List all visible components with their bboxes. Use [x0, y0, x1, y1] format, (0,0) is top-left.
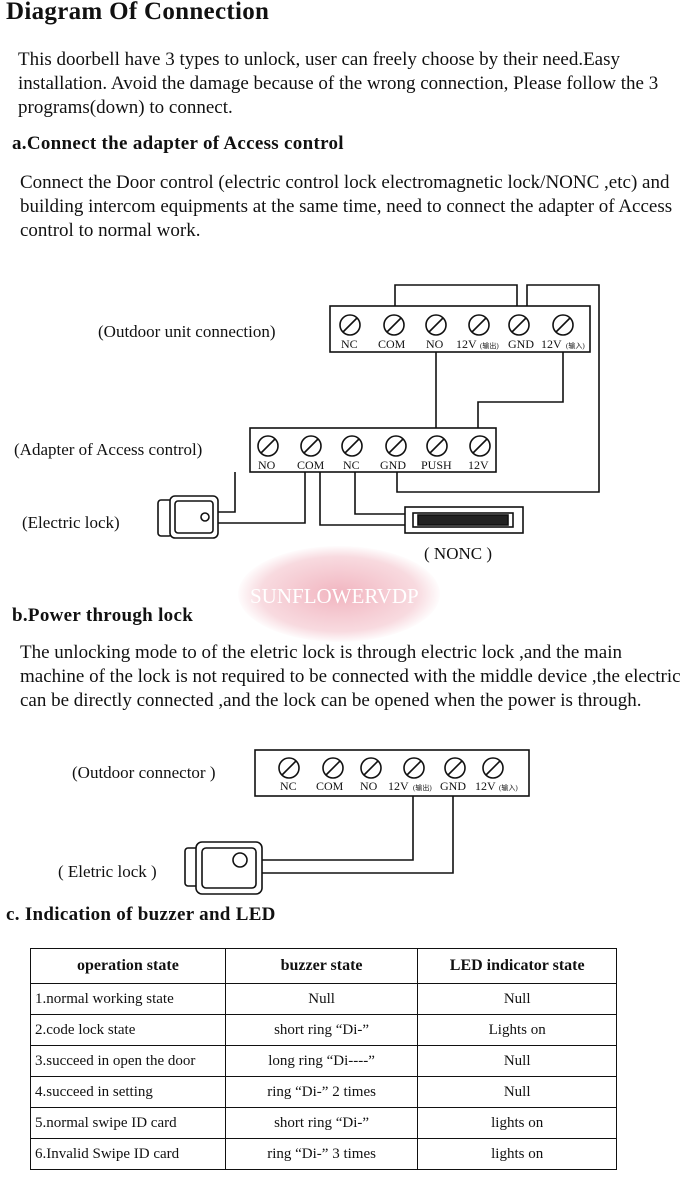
operation-cell: 1.normal working state: [30, 983, 226, 1015]
led-cell: lights on: [417, 1107, 617, 1139]
electric-lock-icon: [184, 841, 263, 895]
terminal-sublabel: (输入): [566, 341, 585, 350]
adapter-label: (Adapter of Access control): [14, 440, 202, 459]
buzzer-cell: ring “Di-” 2 times: [224, 1076, 419, 1108]
indication-table: operation state buzzer state LED indicat…: [30, 948, 617, 1170]
outdoor-unit-label: (Outdoor unit connection): [98, 322, 276, 341]
table-row: 3.succeed in open the door long ring “Di…: [30, 1045, 617, 1077]
terminal-label: NO: [426, 337, 444, 351]
page-title: Diagram Of Connection: [6, 0, 270, 25]
terminal-label: COM: [316, 779, 344, 793]
terminal-label: 12V: [468, 458, 489, 472]
led-cell: Null: [417, 983, 617, 1015]
column-header: buzzer state: [224, 948, 419, 984]
magnetic-lock-icon: [404, 506, 524, 534]
outdoor-terminal-block: [329, 305, 591, 353]
terminal-label: COM: [378, 337, 406, 351]
terminal-label: NC: [280, 779, 297, 793]
terminal-label: GND: [508, 337, 534, 351]
buzzer-cell: long ring “Di----”: [224, 1045, 419, 1077]
operation-cell: 2.code lock state: [30, 1014, 226, 1046]
table-row: 2.code lock state short ring “Di-” Light…: [30, 1014, 617, 1046]
table-row: 5.normal swipe ID card short ring “Di-” …: [30, 1107, 617, 1139]
terminal-label: 12V: [388, 779, 409, 793]
outdoor-top-wires: [394, 284, 600, 493]
section-a-text: Connect the Door control (electric contr…: [20, 172, 673, 241]
terminal-label: NO: [258, 458, 276, 472]
outdoor-connector-label: (Outdoor connector ): [72, 763, 216, 782]
table-row: 1.normal working state Null Null: [30, 983, 617, 1015]
terminal-label: NC: [341, 337, 358, 351]
outdoor-connector-block: [254, 749, 530, 797]
operation-cell: 5.normal swipe ID card: [30, 1107, 226, 1139]
buzzer-cell: ring “Di-” 3 times: [224, 1138, 419, 1170]
lower-wires: [217, 472, 406, 526]
led-cell: lights on: [417, 1138, 617, 1170]
diagram-b: NC COM NO 12V (输出) GND 12V (输入) (Outdoor…: [58, 749, 530, 895]
column-header: operation state: [30, 948, 226, 984]
buzzer-cell: short ring “Di-”: [224, 1014, 419, 1046]
terminal-label: NO: [360, 779, 378, 793]
section-b-text: The unlocking mode to of the eletric loc…: [20, 642, 681, 711]
terminal-label: NC: [343, 458, 360, 472]
intro-text: This doorbell have 3 types to unlock, us…: [18, 49, 659, 118]
buzzer-cell: short ring “Di-”: [224, 1107, 419, 1139]
electric-lock-label: (Electric lock): [22, 513, 120, 532]
operation-cell: 3.succeed in open the door: [30, 1045, 226, 1077]
table-row: 4.succeed in setting ring “Di-” 2 times …: [30, 1076, 617, 1108]
buzzer-cell: Null: [224, 983, 419, 1015]
table-header-row: operation state buzzer state LED indicat…: [30, 948, 617, 984]
terminal-label: GND: [380, 458, 406, 472]
terminal-label: 12V: [456, 337, 477, 351]
adapter-terminal-block: [249, 427, 497, 473]
led-cell: Lights on: [417, 1014, 617, 1046]
led-cell: Null: [417, 1045, 617, 1077]
terminal-sublabel: (输出): [413, 783, 432, 792]
diagram-a: NC COM NO 12V (输出) GND 12V (输入) (Outdoor…: [14, 284, 600, 563]
column-header: LED indicator state: [417, 948, 617, 984]
nonc-label: ( NONC ): [424, 544, 492, 563]
terminal-label: 12V: [541, 337, 562, 351]
section-b-heading: b.Power through lock: [12, 605, 194, 626]
power-wires: [262, 796, 454, 874]
terminal-sublabel: (输出): [480, 341, 499, 350]
operation-cell: 6.Invalid Swipe ID card: [30, 1138, 226, 1170]
middle-wires: [435, 352, 564, 430]
electric-lock-icon: [157, 495, 219, 539]
terminal-label: COM: [297, 458, 325, 472]
section-a-heading: a.Connect the adapter of Access control: [12, 133, 344, 154]
terminal-sublabel: (输入): [499, 783, 518, 792]
eletric-lock-label: ( Eletric lock ): [58, 862, 157, 881]
terminal-label: 12V: [475, 779, 496, 793]
operation-cell: 4.succeed in setting: [30, 1076, 226, 1108]
terminal-label: GND: [440, 779, 466, 793]
table-row: 6.Invalid Swipe ID card ring “Di-” 3 tim…: [30, 1138, 617, 1170]
watermark-text: SUNFLOWERVDP: [250, 584, 419, 608]
section-c-heading: c. Indication of buzzer and LED: [6, 904, 276, 925]
terminal-label: PUSH: [421, 458, 452, 472]
led-cell: Null: [417, 1076, 617, 1108]
watermark-badge: [238, 546, 440, 642]
